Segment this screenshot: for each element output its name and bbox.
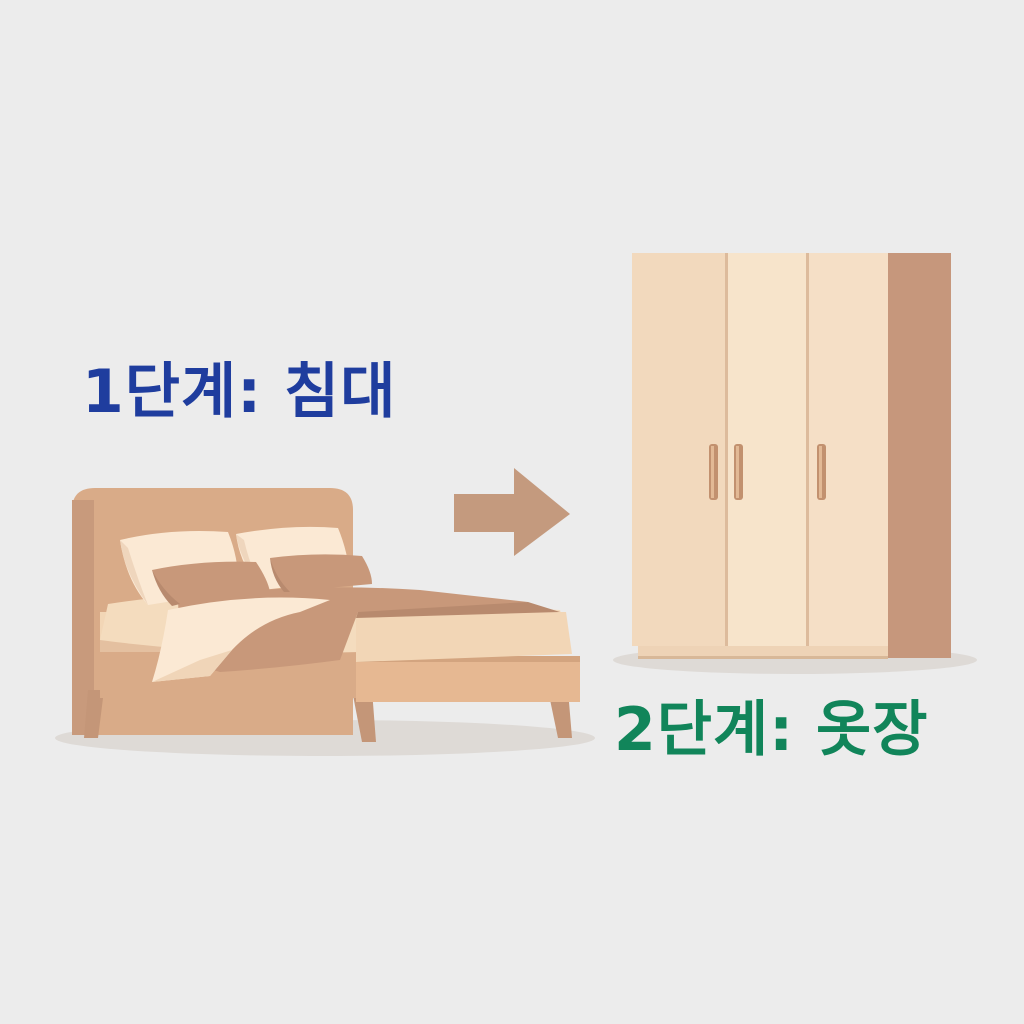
bed-cushion-left [152,561,270,604]
bed-blanket-face [356,612,572,662]
wardrobe-icon [632,253,951,659]
bed-leg-back [84,690,104,738]
wardrobe-base [638,646,888,658]
arrow-right-icon [454,468,570,556]
bed-cushion-right [270,554,372,592]
bed-sheet-fold [152,597,330,682]
step-2-label: 2단계: 옷장 [614,695,929,765]
bed-leg-front-left [352,690,376,742]
wardrobe-side-panel [888,253,951,658]
bed-footboard [356,656,580,702]
bed-icon [72,488,580,742]
step-1-label: 1단계: 침대 [82,357,397,427]
